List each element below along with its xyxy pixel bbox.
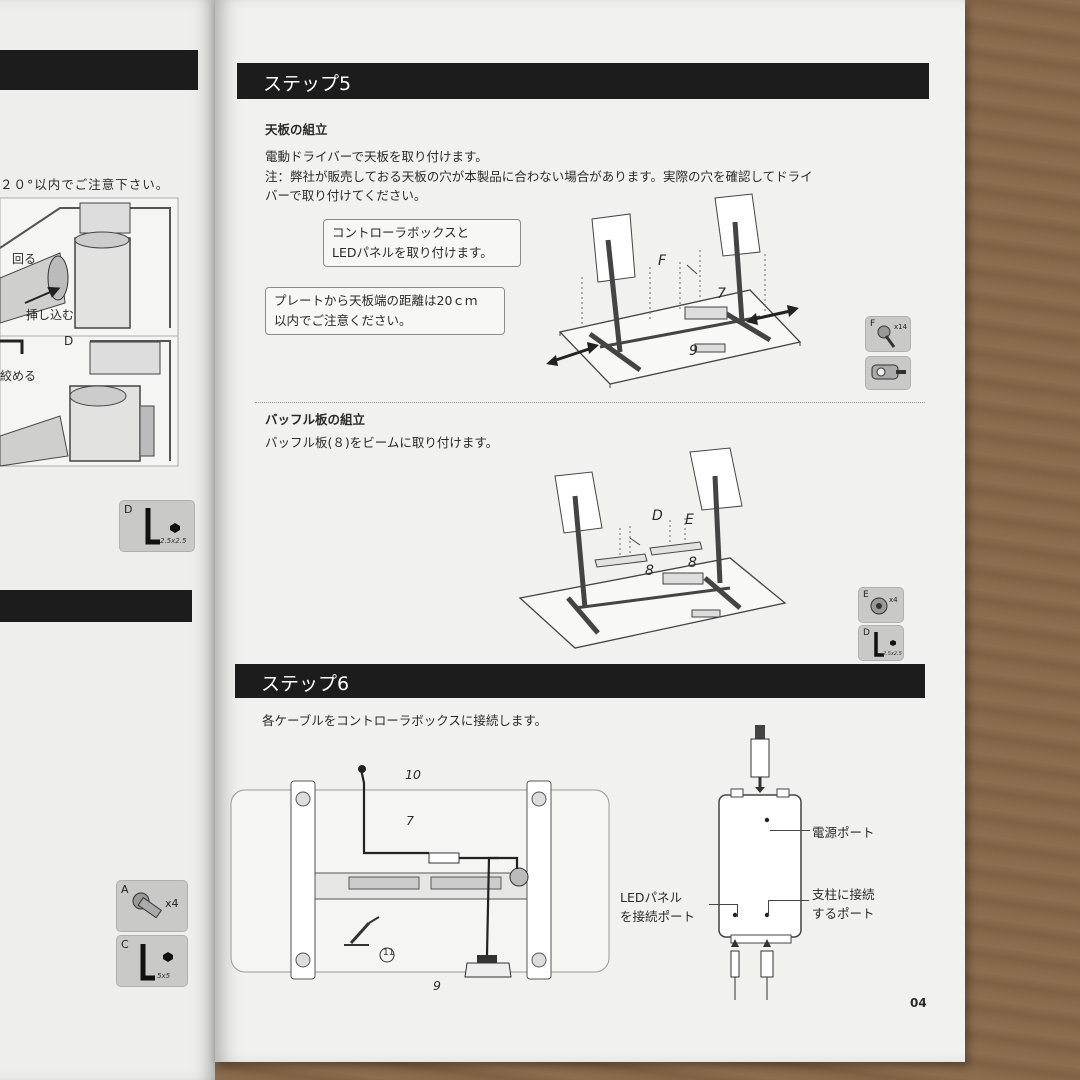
callout-controller-led-line1: コントローラボックスと: [332, 225, 470, 240]
wiring-label-9: 9: [433, 978, 441, 993]
left-tool-c-size: 5x5: [157, 972, 171, 980]
left-header-bar-top: [0, 50, 198, 90]
tabletop-label-7: 7: [717, 286, 726, 302]
left-illustration-bottom: [0, 335, 179, 467]
left-tool-a-qty: x4: [165, 897, 179, 910]
tool-e-letter: E: [863, 590, 869, 600]
tabletop-assembly-illustration: [546, 193, 802, 388]
baffle-line1: バッフル板(８)をビームに取り付けます。: [265, 435, 499, 450]
baffle-label-d: D: [652, 508, 663, 524]
column-port-label-line2: するポート: [812, 906, 875, 921]
baffle-label-8a: 8: [645, 563, 654, 579]
step6-header-bar: ステップ6: [235, 664, 925, 698]
hex-key-icon: [874, 632, 884, 657]
baffle-assembly-illustration: [518, 447, 787, 649]
tool-d-size: 2.5x2.5: [883, 651, 902, 657]
section-divider: [255, 402, 925, 403]
baffle-label-8b: 8: [688, 555, 697, 571]
step6-title: ステップ6: [261, 673, 350, 695]
baffle-heading: バッフル板の組立: [265, 412, 366, 427]
tool-badge-d: D 2.5x2.5: [858, 625, 904, 661]
bolt-icon: [870, 597, 888, 615]
left-illustration-top: [0, 197, 179, 339]
tool-f-letter: F: [870, 319, 876, 329]
tabletop-heading: 天板の組立: [265, 122, 328, 137]
left-partial-note: ２０°以内でご注意下さい。: [0, 177, 170, 192]
step6-instruction: 各ケーブルをコントローラボックスに接続します。: [262, 713, 548, 728]
callout-plate-distance-line2: 以内でご注意ください。: [274, 313, 412, 328]
tabletop-line2: 注：弊社が販売しておる天板の穴が本製品に合わない場合があります。実際の穴を確認し…: [265, 169, 813, 184]
wiring-label-7: 7: [406, 813, 414, 828]
hex-key-icon: [140, 944, 155, 981]
callout-plate-distance-line1: プレートから天板端の距離は20ｃｍ: [274, 293, 478, 308]
left-label-rotate: 回る: [12, 252, 37, 266]
step5-header-bar: ステップ5: [237, 63, 929, 99]
screw-icon: [877, 325, 896, 348]
callout-plate-distance: プレートから天板端の距離は20ｃｍ 以内でご注意ください。: [265, 287, 505, 335]
tabletop-line3: バーで取り付けてください。: [265, 188, 427, 203]
tool-badge-f: F x14: [865, 316, 911, 352]
cable-wiring-diagram: [230, 765, 610, 980]
left-header-bar-bottom: [0, 590, 192, 622]
callout-controller-led: コントローラボックスと LEDパネルを取り付けます。: [323, 219, 521, 267]
left-tool-c-letter: C: [121, 938, 129, 951]
left-label-insert: 挿し込む: [26, 308, 75, 322]
tool-d-letter: D: [863, 628, 870, 638]
wiring-label-11: 11: [383, 948, 395, 958]
callout-controller-led-line2: LEDパネルを取り付けます。: [332, 245, 493, 260]
right-page: ステップ5 天板の組立 電動ドライバーで天板を取り付けます。 注：弊社が販売して…: [215, 0, 965, 1062]
hex-head-icon: [170, 523, 180, 533]
controller-box-diagram: [718, 725, 802, 1000]
hex-head-icon: [163, 952, 173, 962]
page-number: 04: [910, 996, 927, 1010]
electric-driver-icon: [871, 364, 906, 380]
led-port-label-line2: を接続ポート: [620, 909, 696, 924]
tabletop-label-f: F: [658, 253, 667, 269]
hex-key-icon: [145, 508, 160, 545]
tool-badge-e: E x4: [858, 587, 904, 623]
wiring-label-10: 10: [405, 767, 421, 782]
column-port-label-line1: 支柱に接続: [812, 887, 875, 902]
left-tool-d-letter: D: [124, 503, 133, 516]
left-tool-d-size: 2.5x2.5: [160, 537, 187, 545]
left-label-d: D: [64, 334, 74, 348]
baffle-label-e: E: [685, 512, 694, 528]
tabletop-label-9: 9: [689, 343, 698, 359]
tool-badge-driver: [865, 356, 911, 390]
tool-e-qty: x4: [889, 596, 898, 604]
power-port-leader: [770, 830, 810, 831]
left-tool-a-letter: A: [121, 883, 129, 896]
hex-head-icon: [890, 640, 896, 646]
left-tool-badge-d: D 2.5x2.5: [119, 500, 195, 552]
left-tool-badge-c: C 5x5: [116, 935, 188, 987]
column-port-leader: [768, 900, 809, 916]
led-port-leader: [709, 904, 738, 917]
left-label-tighten: 絞める: [0, 369, 37, 383]
bolt-icon: [132, 892, 163, 919]
led-port-label-line1: LEDパネル: [620, 890, 682, 905]
left-page: ２０°以内でご注意下さい。 回る 挿し込む D 絞める D 2.5x2.5: [0, 0, 215, 1080]
tool-f-qty: x14: [894, 323, 908, 331]
step5-title: ステップ5: [263, 73, 352, 95]
power-port-label: 電源ポート: [812, 825, 875, 840]
left-tool-badge-a: A x4: [116, 880, 188, 932]
tabletop-line1: 電動ドライバーで天板を取り付けます。: [265, 149, 488, 164]
